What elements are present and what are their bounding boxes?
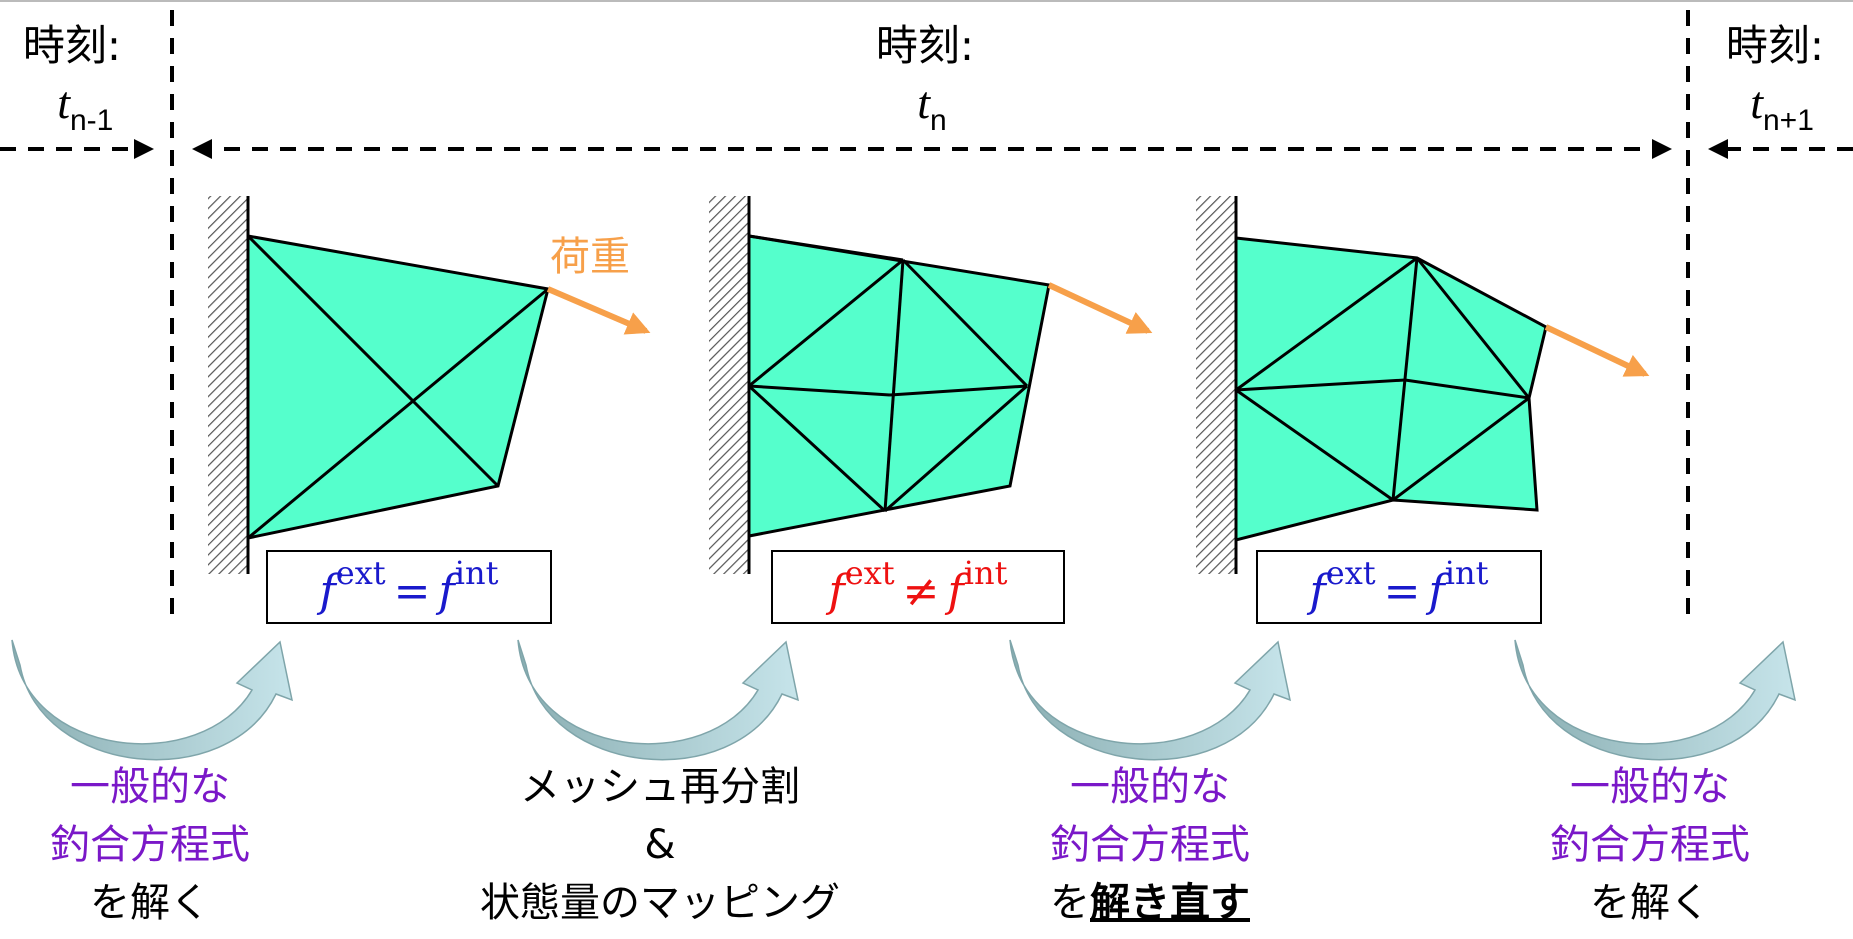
step-3-line2: 釣合方程式	[1050, 822, 1250, 868]
panel-2-mesh	[709, 196, 1153, 574]
step-2-label: メッシュ再分割 & 状態量のマッピング	[470, 758, 850, 932]
step-2-line3: 状態量のマッピング	[480, 880, 840, 926]
wall-1	[208, 196, 248, 574]
load-arrow-1	[546, 286, 651, 335]
time-label-tn-1: 時刻: t n-1	[23, 21, 121, 137]
mesh-body-2	[747, 234, 1051, 538]
svg-text:t: t	[57, 77, 71, 128]
mesh-body-3	[1234, 236, 1548, 542]
svg-text:n-1: n-1	[70, 104, 113, 137]
step-1-line2: 釣合方程式	[50, 822, 250, 868]
step-2-line1: メッシュ再分割	[520, 764, 800, 810]
equation-box-3: fext=fint	[1256, 550, 1542, 624]
svg-text:t: t	[1750, 77, 1764, 128]
step-4-label: 一般的な 釣合方程式 を解く	[1500, 758, 1800, 932]
step-1-line1: 一般的な	[70, 764, 230, 810]
curved-arrow-3	[1009, 639, 1292, 761]
step-4-line2: 釣合方程式	[1550, 822, 1750, 868]
time-label-tn: 時刻: t n	[876, 21, 974, 137]
step-1-label: 一般的な 釣合方程式 を解く	[0, 758, 300, 932]
equation-box-2: fext≠fint	[771, 550, 1065, 624]
svg-text:時刻:: 時刻:	[23, 21, 121, 70]
svg-text:n: n	[930, 104, 947, 137]
load-arrow-2	[1047, 282, 1153, 334]
step-3-line1: 一般的な	[1070, 764, 1230, 810]
panel-3-mesh	[1196, 196, 1650, 574]
load-label: 荷重	[550, 234, 630, 280]
time-label-tn+1: 時刻: t n+1	[1726, 21, 1824, 137]
load-arrow-3	[1544, 324, 1650, 377]
svg-text:時刻:: 時刻:	[1726, 21, 1824, 70]
curved-arrow-4	[1514, 639, 1797, 761]
panel-1-mesh: 荷重	[208, 196, 651, 574]
step-3-line3-emph: 解き直す	[1090, 880, 1250, 926]
step-3-line3: を解き直す	[1000, 874, 1300, 932]
equation-box-1: fext=fint	[266, 550, 552, 624]
step-1-line3: を解く	[90, 880, 210, 926]
curved-arrow-1	[11, 639, 294, 761]
svg-text:t: t	[917, 77, 931, 128]
svg-text:n+1: n+1	[1763, 104, 1814, 137]
wall-3	[1196, 196, 1236, 574]
svg-text:時刻:: 時刻:	[876, 21, 974, 70]
wall-2	[709, 196, 749, 574]
step-4-line3: を解く	[1590, 880, 1710, 926]
step-4-line1: 一般的な	[1570, 764, 1730, 810]
step-2-line2: &	[644, 822, 676, 868]
step-3-label: 一般的な 釣合方程式 を解き直す	[1000, 758, 1300, 932]
step-3-line3-prefix: を	[1050, 880, 1090, 926]
curved-arrow-2	[517, 639, 800, 761]
